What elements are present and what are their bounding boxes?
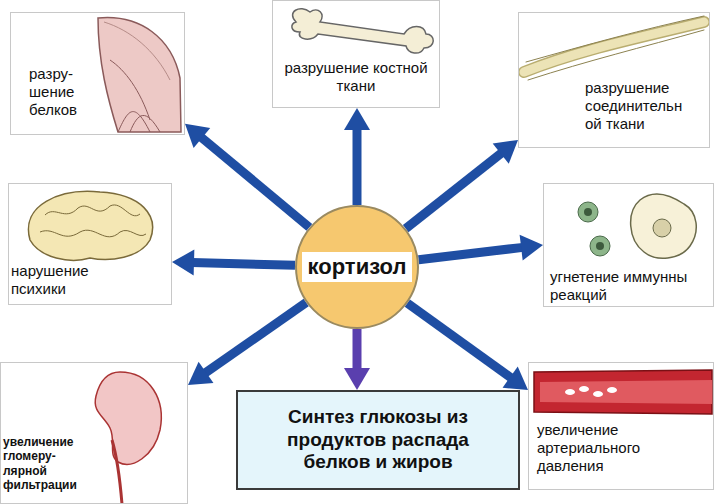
effect-arrow <box>344 108 370 205</box>
arrow-shaft <box>353 329 362 370</box>
blood-vessel-picture <box>534 370 712 414</box>
immune-cells-picture <box>578 194 696 258</box>
effect-arrow <box>407 303 528 390</box>
effect-label: разрушение соединительн ой ткани <box>585 79 703 133</box>
effect-label: разру- шение белков <box>29 65 89 119</box>
arrow-head <box>344 108 370 130</box>
result-text: Синтез глюкозы из продуктов распада белк… <box>252 406 504 474</box>
effect-panel: разру- шение белков <box>10 12 185 135</box>
arrow-shaft <box>353 128 362 205</box>
arrow-head <box>344 368 370 390</box>
effect-panel: увеличение гломеру- лярной фильтрации <box>0 362 188 504</box>
effect-label: увеличение гломеру- лярной фильтрации <box>3 435 87 493</box>
arrow-head <box>188 362 213 385</box>
bone-picture <box>292 9 433 53</box>
brain-picture <box>28 191 152 260</box>
muscle-picture <box>98 18 181 132</box>
effect-label: нарушение психики <box>11 262 111 298</box>
effect-arrow <box>406 140 518 229</box>
arrow-head <box>520 235 543 261</box>
effect-panel: угнетение иммунны реакций <box>543 183 714 307</box>
arrow-head <box>172 250 194 276</box>
effect-arrow <box>185 124 309 227</box>
arrow-head <box>503 367 528 390</box>
effect-arrow <box>188 302 306 385</box>
connective-tissue-picture <box>524 16 704 80</box>
effect-arrow <box>419 235 543 261</box>
arrow-shaft <box>407 303 511 378</box>
arrow-head <box>493 140 518 164</box>
effect-panel: увеличение артериального давления <box>528 362 714 490</box>
hormone-name: кортизол <box>302 252 413 282</box>
arrow-shaft <box>200 137 309 228</box>
arrow-head <box>185 124 210 148</box>
arrow-shaft <box>204 302 306 373</box>
result-box: Синтез глюкозы из продуктов распада белк… <box>236 390 520 490</box>
effect-label: увеличение артериального давления <box>537 421 707 475</box>
hormone-circle: кортизол <box>295 205 419 329</box>
arrow-shaft <box>192 263 295 266</box>
arrow-shaft <box>406 152 503 228</box>
effect-arrow <box>172 250 295 276</box>
effect-arrow <box>344 329 370 390</box>
arrow-shaft <box>419 247 524 259</box>
effect-panel: нарушение психики <box>8 183 172 305</box>
effect-label: разрушение костной ткани <box>283 59 429 95</box>
kidney-picture <box>95 372 161 504</box>
effect-label: угнетение иммунны реакций <box>550 268 710 304</box>
effect-panel: разрушение костной ткани <box>272 0 440 108</box>
effect-panel: разрушение соединительн ой ткани <box>518 12 710 148</box>
